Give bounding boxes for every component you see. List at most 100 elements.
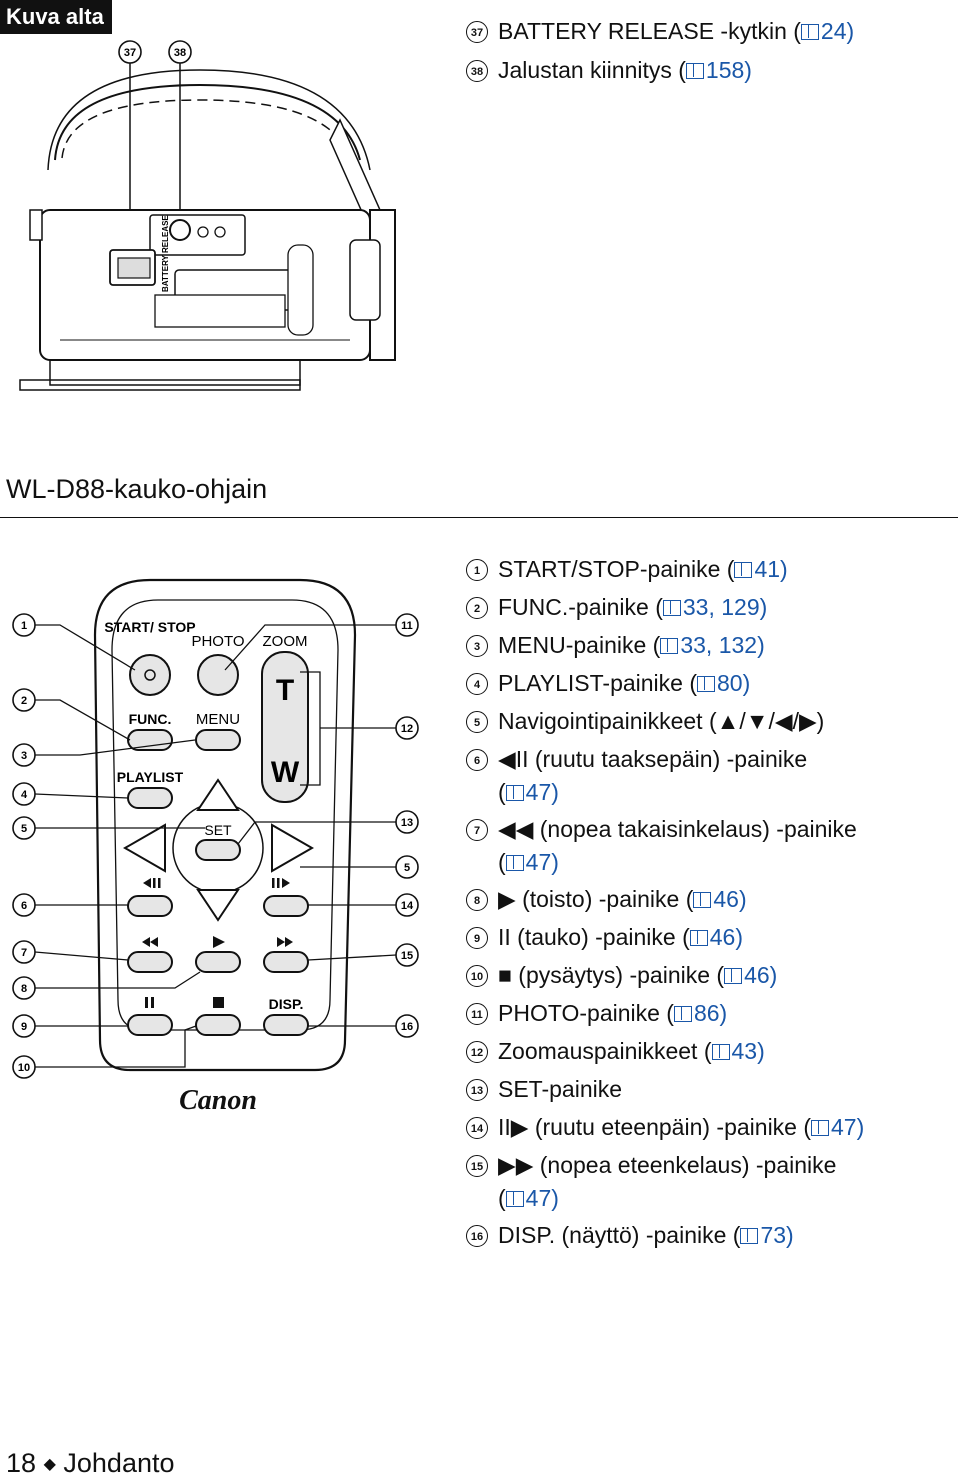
nav-left-button[interactable] [122, 823, 166, 873]
svg-text:15: 15 [401, 950, 413, 962]
svg-text:10: 10 [18, 1062, 30, 1074]
item-number: 11 [466, 1003, 488, 1025]
func-label: FUNC. [129, 711, 172, 727]
frame-back-icon [143, 878, 161, 888]
item-text: Jalustan kiinnitys ( [498, 57, 686, 83]
svg-text:9: 9 [21, 1021, 27, 1033]
item-number: 9 [466, 927, 488, 949]
nav-down-button[interactable] [196, 889, 240, 922]
playlist-label: PLAYLIST [117, 769, 184, 785]
start-stop-label: START/ STOP [104, 619, 195, 635]
page-ref-link[interactable]: 33, 129) [682, 594, 768, 620]
page-ref-link[interactable]: 80) [717, 670, 751, 696]
svg-text:12: 12 [401, 723, 413, 735]
item-text: Navigointipainikkeet (▲/▼/◀/▶) [498, 708, 825, 734]
book-icon [689, 930, 708, 946]
set-button[interactable] [195, 839, 241, 861]
page-number: 18 [6, 1448, 37, 1478]
page-ref-link[interactable]: 41) [754, 556, 788, 582]
section-title: WL-D88-kauko-ohjain [6, 474, 268, 504]
item-text: START/STOP-painike ( [498, 556, 735, 582]
rewind-icon [142, 937, 158, 947]
item-number: 38 [466, 60, 488, 82]
book-icon [660, 638, 679, 654]
play-button[interactable] [195, 951, 241, 973]
page-ref-link[interactable]: 46) [744, 962, 778, 988]
book-icon [697, 676, 716, 692]
start-stop-button[interactable] [129, 654, 171, 696]
nav-up-button[interactable] [196, 778, 240, 811]
photo-label: PHOTO [191, 633, 244, 650]
right-callouts: 11 12 13 5 14 15 16 [224, 613, 419, 1038]
divider [0, 517, 958, 518]
svg-text:8: 8 [21, 983, 27, 995]
set-label: SET [204, 822, 232, 838]
page-ref-link[interactable]: 33, 132) [680, 632, 765, 658]
svg-text:6: 6 [21, 900, 27, 912]
svg-text:5: 5 [21, 823, 27, 835]
book-icon [505, 785, 524, 801]
rewind-button[interactable] [127, 951, 173, 973]
page-ref-link[interactable]: 43) [731, 1038, 765, 1064]
book-icon [673, 1006, 692, 1022]
disp-button[interactable] [263, 1014, 309, 1036]
page-ref-link[interactable]: 47) [525, 779, 559, 805]
item-text: SET-painike [498, 1076, 623, 1102]
canon-logo: Canon [179, 1085, 257, 1116]
fast-forward-button[interactable] [263, 951, 309, 973]
book-icon [724, 968, 743, 984]
page-ref-link[interactable]: 47) [525, 849, 559, 875]
frame-back-button[interactable] [127, 895, 173, 917]
svg-text:3: 3 [21, 750, 27, 762]
item-text: ( [498, 1185, 506, 1211]
page-ref-link[interactable]: 47) [525, 1185, 559, 1211]
book-icon [811, 1120, 830, 1136]
page-ref-link[interactable]: 158) [705, 57, 752, 83]
item-text: PLAYLIST-painike ( [498, 670, 698, 696]
pause-button[interactable] [127, 1014, 173, 1036]
svg-text:5: 5 [404, 862, 410, 874]
item-number: 3 [466, 635, 488, 657]
disp-label: DISP. [269, 996, 304, 1012]
page-header: Kuva alta [0, 0, 112, 34]
svg-text:14: 14 [401, 900, 414, 912]
item-text: Zoomauspainikkeet ( [498, 1038, 712, 1064]
zoom-rocker[interactable] [261, 651, 309, 803]
item-text: ◀II (ruutu taaksepäin) -painike [498, 746, 808, 772]
pause-icon [145, 997, 154, 1008]
item-number: 37 [466, 21, 488, 43]
page-ref-link[interactable]: 86) [693, 1000, 728, 1026]
item-text: ■ (pysäytys) -painike ( [498, 962, 725, 988]
item-number: 6 [466, 749, 488, 771]
item-text: II (tauko) -painike ( [498, 924, 690, 950]
book-icon [662, 600, 681, 616]
page-ref-link[interactable]: 73) [760, 1222, 794, 1248]
playlist-button[interactable] [127, 787, 173, 809]
page-ref-link[interactable]: 46) [709, 924, 743, 950]
book-icon [711, 1044, 730, 1060]
item-text: ▶ (toisto) -painike ( [498, 886, 694, 912]
footer-section: Johdanto [63, 1448, 175, 1478]
item-number: 8 [466, 889, 488, 911]
item-text: DISP. (näyttö) -painike ( [498, 1222, 741, 1248]
page-ref-link[interactable]: 46) [713, 886, 747, 912]
play-icon [213, 936, 225, 948]
stop-icon [213, 997, 224, 1008]
item-number: 4 [466, 673, 488, 695]
item-number: 13 [466, 1079, 488, 1101]
book-icon [693, 892, 712, 908]
left-callouts: 1 2 3 4 5 6 7 8 9 10 [12, 613, 205, 1079]
menu-button[interactable] [195, 729, 241, 751]
page-footer: 18 ◆ Johdanto [6, 1448, 175, 1479]
stop-button[interactable] [195, 1014, 241, 1036]
item-number: 12 [466, 1041, 488, 1063]
svg-text:2: 2 [21, 695, 27, 707]
nav-right-button[interactable] [271, 823, 315, 873]
zoom-label: ZOOM [263, 633, 308, 650]
page-ref-link[interactable]: 24) [820, 18, 855, 44]
frame-forward-button[interactable] [263, 895, 309, 917]
item-text: FUNC.-painike ( [498, 594, 663, 620]
page-ref-link[interactable]: 47) [831, 1114, 865, 1140]
item-number: 2 [466, 597, 488, 619]
photo-button[interactable] [197, 654, 239, 696]
